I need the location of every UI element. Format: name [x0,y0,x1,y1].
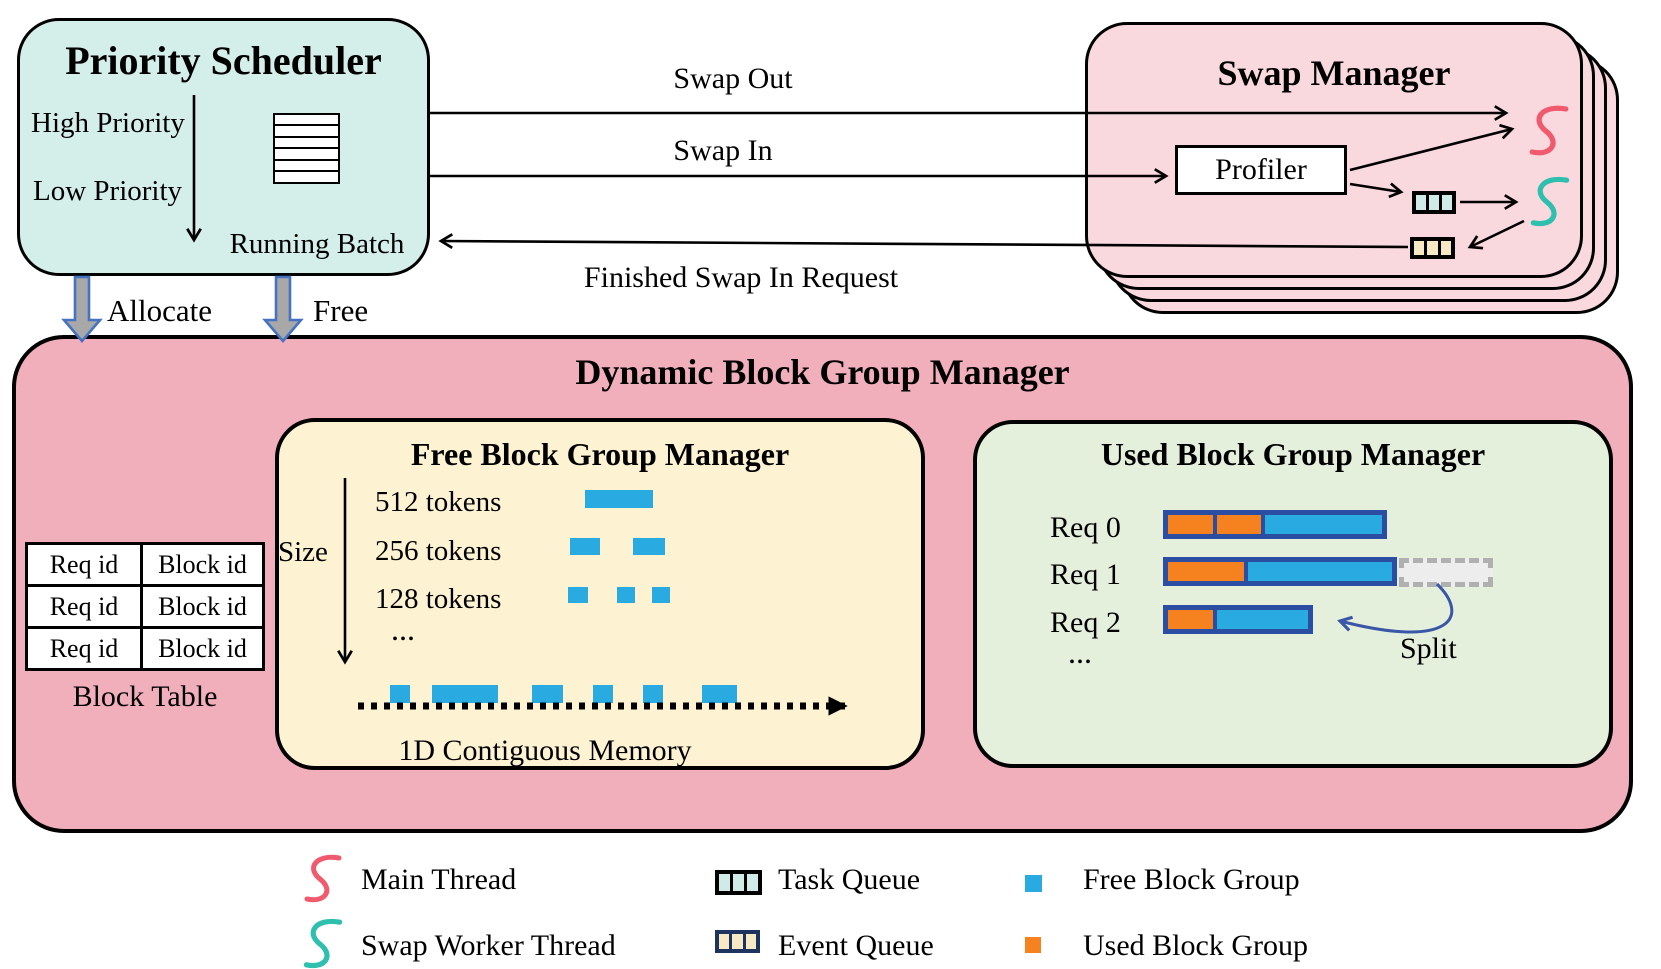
legend-task-queue-label: Task Queue [778,863,921,896]
req2-label: Req 2 [1050,606,1121,639]
legend-used-block-label: Used Block Group [1083,929,1308,962]
req0-block-group-bar [1163,510,1387,539]
block-table-cell: Block id [140,626,265,671]
free-arrow [262,275,304,343]
used-block-segment [1168,610,1213,629]
priority-scheduler-box [17,18,430,276]
profiler-box: Profiler [1175,145,1347,195]
swap-manager-title: Swap Manager [1217,53,1451,93]
req1-block-group-bar [1163,557,1397,586]
req1-label: Req 1 [1050,558,1121,591]
free-row-128-label: 128 tokens [375,583,502,615]
swap-out-label: Swap Out [673,62,793,95]
dynamic-block-group-manager-title: Dynamic Block Group Manager [575,352,1070,392]
block-table-caption: Block Table [72,680,218,713]
event-queue-icon [1410,237,1455,259]
free-block-segment [1265,515,1382,534]
free-row-256-label: 256 tokens [375,535,502,567]
main-thread-icon [304,854,342,903]
legend-swap-worker-label: Swap Worker Thread [361,929,616,962]
free-block-segment [1248,562,1392,581]
free-block-256 [570,538,600,555]
split-ghost-segment [1399,558,1493,587]
free-rows-ellipsis: ... [391,611,415,647]
block-table-cell: Req id [25,584,143,629]
memory-block [593,685,613,703]
free-block-128 [617,587,635,603]
finished-swap-in-label: Finished Swap In Request [583,261,899,294]
free-block-128 [568,587,588,603]
block-table: Req id Block id Req id Block id Req id B… [25,542,265,671]
free-block-group-swatch [1025,875,1042,892]
memory-block [432,685,498,703]
swap-worker-thread-icon [303,918,343,969]
low-priority-label: Low Priority [33,175,183,207]
block-table-cell: Req id [25,542,143,587]
used-block-segment [1168,515,1213,534]
legend-main-thread-label: Main Thread [361,863,517,896]
req-rows-ellipsis: ... [1068,634,1092,670]
used-block-group-swatch [1025,937,1041,953]
running-batch-label: Running Batch [229,228,405,260]
memory-block [532,685,563,703]
free-block-group-manager-title: Free Block Group Manager [410,436,790,472]
task-queue-icon [715,870,762,895]
legend-event-queue-label: Event Queue [778,929,934,962]
allocate-arrow [61,275,103,343]
event-queue-icon [715,930,760,953]
free-block-group-manager-box [275,418,925,770]
free-block-256 [633,538,665,555]
free-row-512-label: 512 tokens [375,486,502,518]
allocate-label: Allocate [107,293,213,328]
swap-in-label: Swap In [673,134,773,167]
swap-worker-thread-icon [1530,176,1570,227]
legend-free-block-label: Free Block Group [1083,863,1300,896]
memory-block [643,685,663,703]
used-block-group-manager-box [973,420,1613,768]
block-table-cell: Req id [25,626,143,671]
block-table-cell: Block id [140,584,265,629]
free-label: Free [313,293,369,328]
memory-label: 1D Contiguous Memory [398,734,692,767]
running-batch-icon [273,112,340,184]
free-block-segment [1217,610,1308,629]
split-label: Split [1400,632,1457,665]
main-thread-icon [1529,105,1569,156]
free-block-128 [652,587,670,603]
block-table-cell: Block id [140,542,265,587]
used-block-segment [1217,515,1261,534]
priority-scheduler-title: Priority Scheduler [65,38,382,83]
req0-label: Req 0 [1050,511,1121,544]
size-label: Size [278,536,328,568]
memory-block [390,685,410,703]
req2-block-group-bar [1163,605,1313,634]
task-queue-icon [1412,191,1456,214]
memory-block [702,685,737,703]
profiler-label: Profiler [1215,153,1307,186]
high-priority-label: High Priority [31,107,185,139]
used-block-group-manager-title: Used Block Group Manager [1100,436,1486,472]
used-block-segment [1168,562,1244,581]
free-block-512 [585,490,653,508]
